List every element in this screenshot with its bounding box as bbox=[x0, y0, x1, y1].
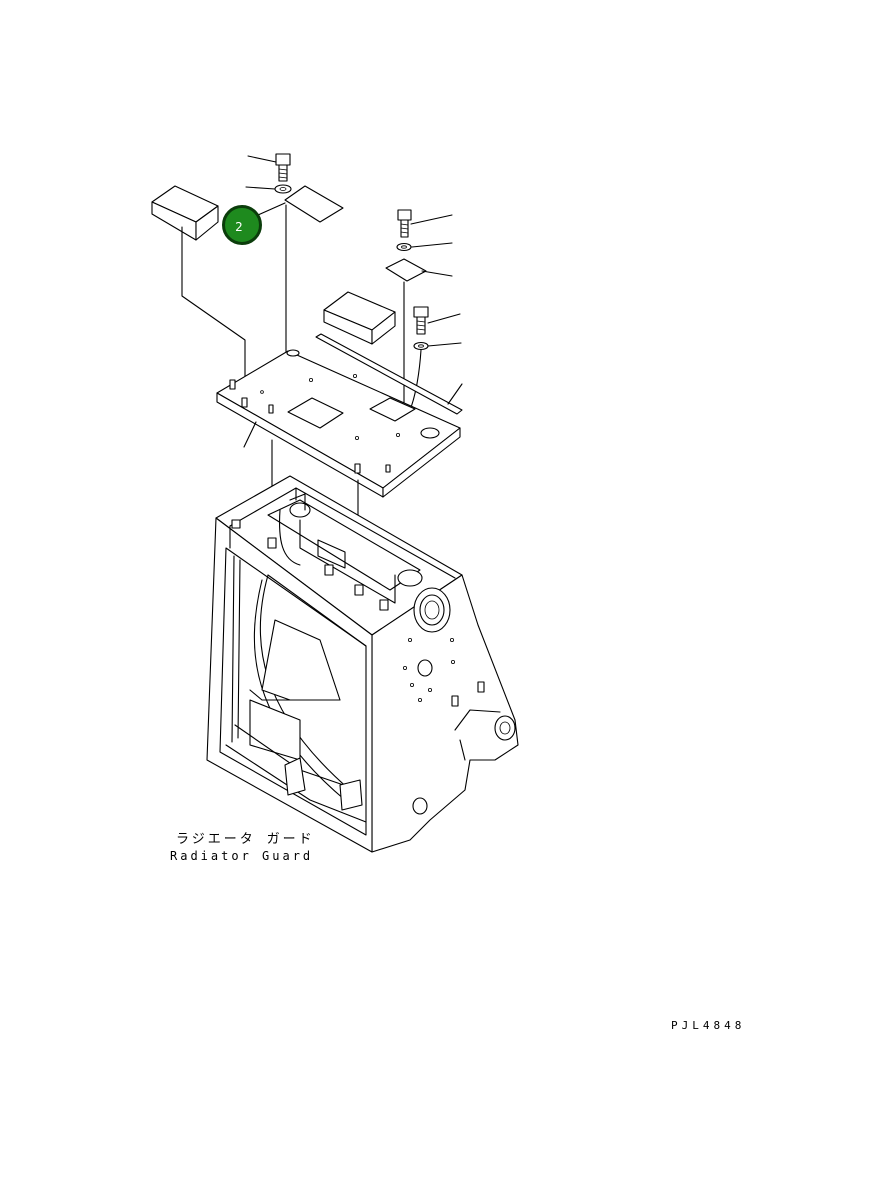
callout-leader bbox=[257, 202, 286, 216]
seal-strip bbox=[315, 333, 463, 415]
bolt-top-left bbox=[247, 153, 291, 182]
washer-top-left bbox=[245, 184, 292, 194]
cover-block-left bbox=[151, 185, 246, 395]
bolt-right-lower bbox=[413, 306, 461, 335]
cover-block-middle bbox=[323, 291, 396, 345]
callout-badge-part-2[interactable]: 2 bbox=[222, 205, 262, 245]
radiator-guard-frame bbox=[206, 475, 519, 853]
bolt-right-upper bbox=[397, 209, 453, 238]
washer-right-upper bbox=[396, 242, 453, 252]
caption-english: Radiator Guard bbox=[170, 849, 314, 863]
plate-small-right bbox=[385, 258, 453, 411]
cover-plate-main bbox=[216, 349, 461, 601]
drawing-number: PJL4848 bbox=[671, 1019, 746, 1032]
caption-japanese: ラジエータ ガード bbox=[176, 832, 315, 847]
